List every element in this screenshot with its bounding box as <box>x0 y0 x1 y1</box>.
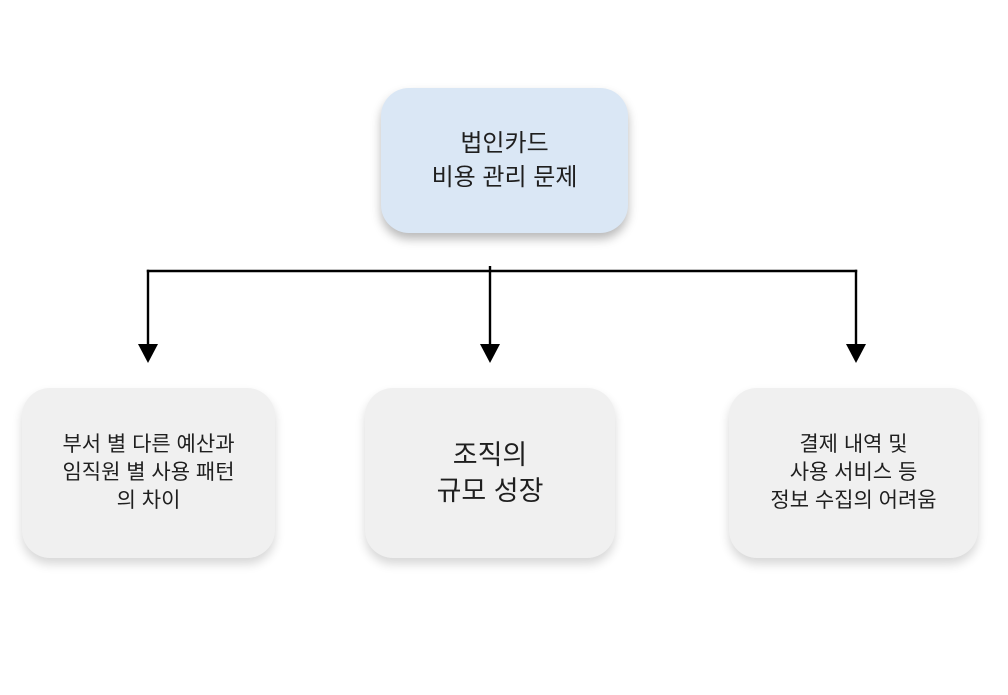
child-node-label: 부서 별 다른 예산과 임직원 별 사용 패턴 의 차이 <box>62 433 235 512</box>
child-node-label: 조직의 규모 성장 <box>436 440 544 506</box>
child-node-label: 결제 내역 및 사용 서비스 등 정보 수집의 어려움 <box>770 433 937 512</box>
root-node-label: 법인카드 비용 관리 문제 <box>431 129 578 191</box>
arrowhead-down-middle-icon <box>480 344 500 363</box>
root-node-corporate-card-problem: 법인카드 비용 관리 문제 <box>381 88 628 233</box>
child-node-organization-growth: 조직의 규모 성장 <box>365 388 615 558</box>
child-node-info-collection-difficulty: 결제 내역 및 사용 서비스 등 정보 수집의 어려움 <box>729 388 978 558</box>
arrowhead-down-right-icon <box>846 344 866 363</box>
arrowhead-down-left-icon <box>138 344 158 363</box>
child-node-budget-usage-difference: 부서 별 다른 예산과 임직원 별 사용 패턴 의 차이 <box>22 388 275 558</box>
